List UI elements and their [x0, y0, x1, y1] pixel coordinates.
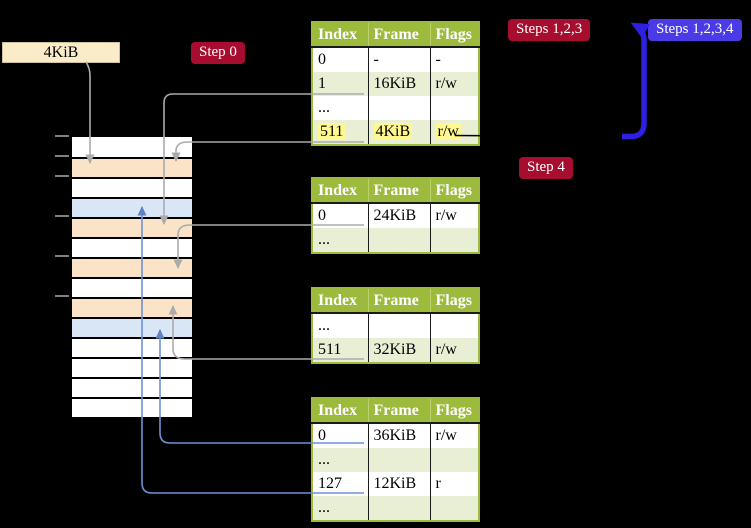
column-header: Flags [430, 288, 479, 314]
table-cell [430, 496, 479, 521]
memory-frame-row [72, 277, 192, 297]
table-cell: 511 [312, 120, 369, 145]
highlighted-value: 511 [318, 123, 346, 140]
table-cell: 16KiB [368, 72, 431, 96]
table-cell [430, 96, 479, 120]
physical-memory-column [70, 135, 194, 419]
column-header: Index [312, 178, 369, 204]
table-cell: 4KiB [368, 120, 431, 145]
memory-frame-row [72, 337, 192, 357]
table-cell: r/w [435, 207, 457, 224]
column-header: Index [312, 22, 369, 48]
table-cell: ... [312, 313, 369, 338]
table-row: ... [312, 496, 479, 521]
table-cell: 36KiB [368, 423, 431, 448]
memory-frame-row [72, 297, 192, 317]
table-cell: 127 [312, 472, 369, 496]
arrow-recursive-loop [622, 22, 650, 140]
table-cell: 32KiB [368, 338, 431, 363]
table-row: ... [312, 448, 479, 472]
table-cell: ... [312, 496, 369, 521]
table-cell: 1 [312, 72, 369, 96]
badge-step-4: Step 4 [519, 157, 573, 179]
table-cell: 511 [312, 338, 369, 363]
column-header: Frame [368, 178, 431, 204]
table-cell [430, 448, 479, 472]
column-header: Index [312, 288, 369, 314]
table-cell: 0 [312, 423, 369, 448]
highlighted-value: 4KiB [373, 123, 413, 140]
badge-step-0: Step 0 [191, 42, 245, 64]
column-header: Flags [430, 22, 479, 48]
table-cell [430, 313, 479, 338]
table-cell [430, 228, 479, 253]
table-cell: r/w [430, 120, 479, 145]
memory-frame-row [72, 217, 192, 237]
table-cell [368, 96, 431, 120]
column-header: Flags [430, 178, 479, 204]
table-cell: r/w [435, 341, 457, 358]
table-row: 0-- [312, 47, 479, 72]
memory-frame-row [72, 377, 192, 397]
memory-address-ticks [55, 135, 69, 297]
table-cell: - [435, 51, 441, 68]
table-cell [368, 228, 431, 253]
memory-frame-row [72, 137, 192, 157]
table-cell: 24KiB [368, 203, 431, 228]
badge-steps-1-2-3-4: Steps 1,2,3,4 [648, 19, 742, 41]
table-cell: ... [312, 96, 369, 120]
column-header: Index [312, 398, 369, 424]
memory-frame-row [72, 357, 192, 377]
table-cell: ... [312, 448, 369, 472]
memory-frame-row [72, 177, 192, 197]
table-cell [368, 313, 431, 338]
table-cell: 0 [312, 203, 369, 228]
table-row: ... [312, 313, 479, 338]
memory-frame-row [72, 257, 192, 277]
table-row: ... [312, 228, 479, 253]
table-cell: r/w [435, 75, 457, 92]
table-cell: 0 [312, 47, 369, 72]
table-cell: r/w [435, 427, 457, 444]
table-cell: r [435, 475, 441, 492]
badge-steps-1-2-3: Steps 1,2,3 [508, 19, 591, 41]
table-cell: ... [312, 228, 369, 253]
column-header: Frame [368, 288, 431, 314]
memory-frame-row [72, 197, 192, 217]
memory-frame-row [72, 157, 192, 177]
table-row: ... [312, 96, 479, 120]
table-cell [368, 448, 431, 472]
highlighted-value: r/w [435, 123, 461, 140]
column-header: Flags [430, 398, 479, 424]
column-header: Frame [368, 398, 431, 424]
table-cell [368, 496, 431, 521]
memory-frame-row [72, 397, 192, 417]
table-row: 511 4KiB r/w [312, 120, 479, 145]
memory-frame-row [72, 237, 192, 257]
table-cell: - [368, 47, 431, 72]
frame-size-label: 4KiB [2, 42, 120, 63]
column-header: Frame [368, 22, 431, 48]
table-cell: 12KiB [368, 472, 431, 496]
memory-frame-row [72, 317, 192, 337]
